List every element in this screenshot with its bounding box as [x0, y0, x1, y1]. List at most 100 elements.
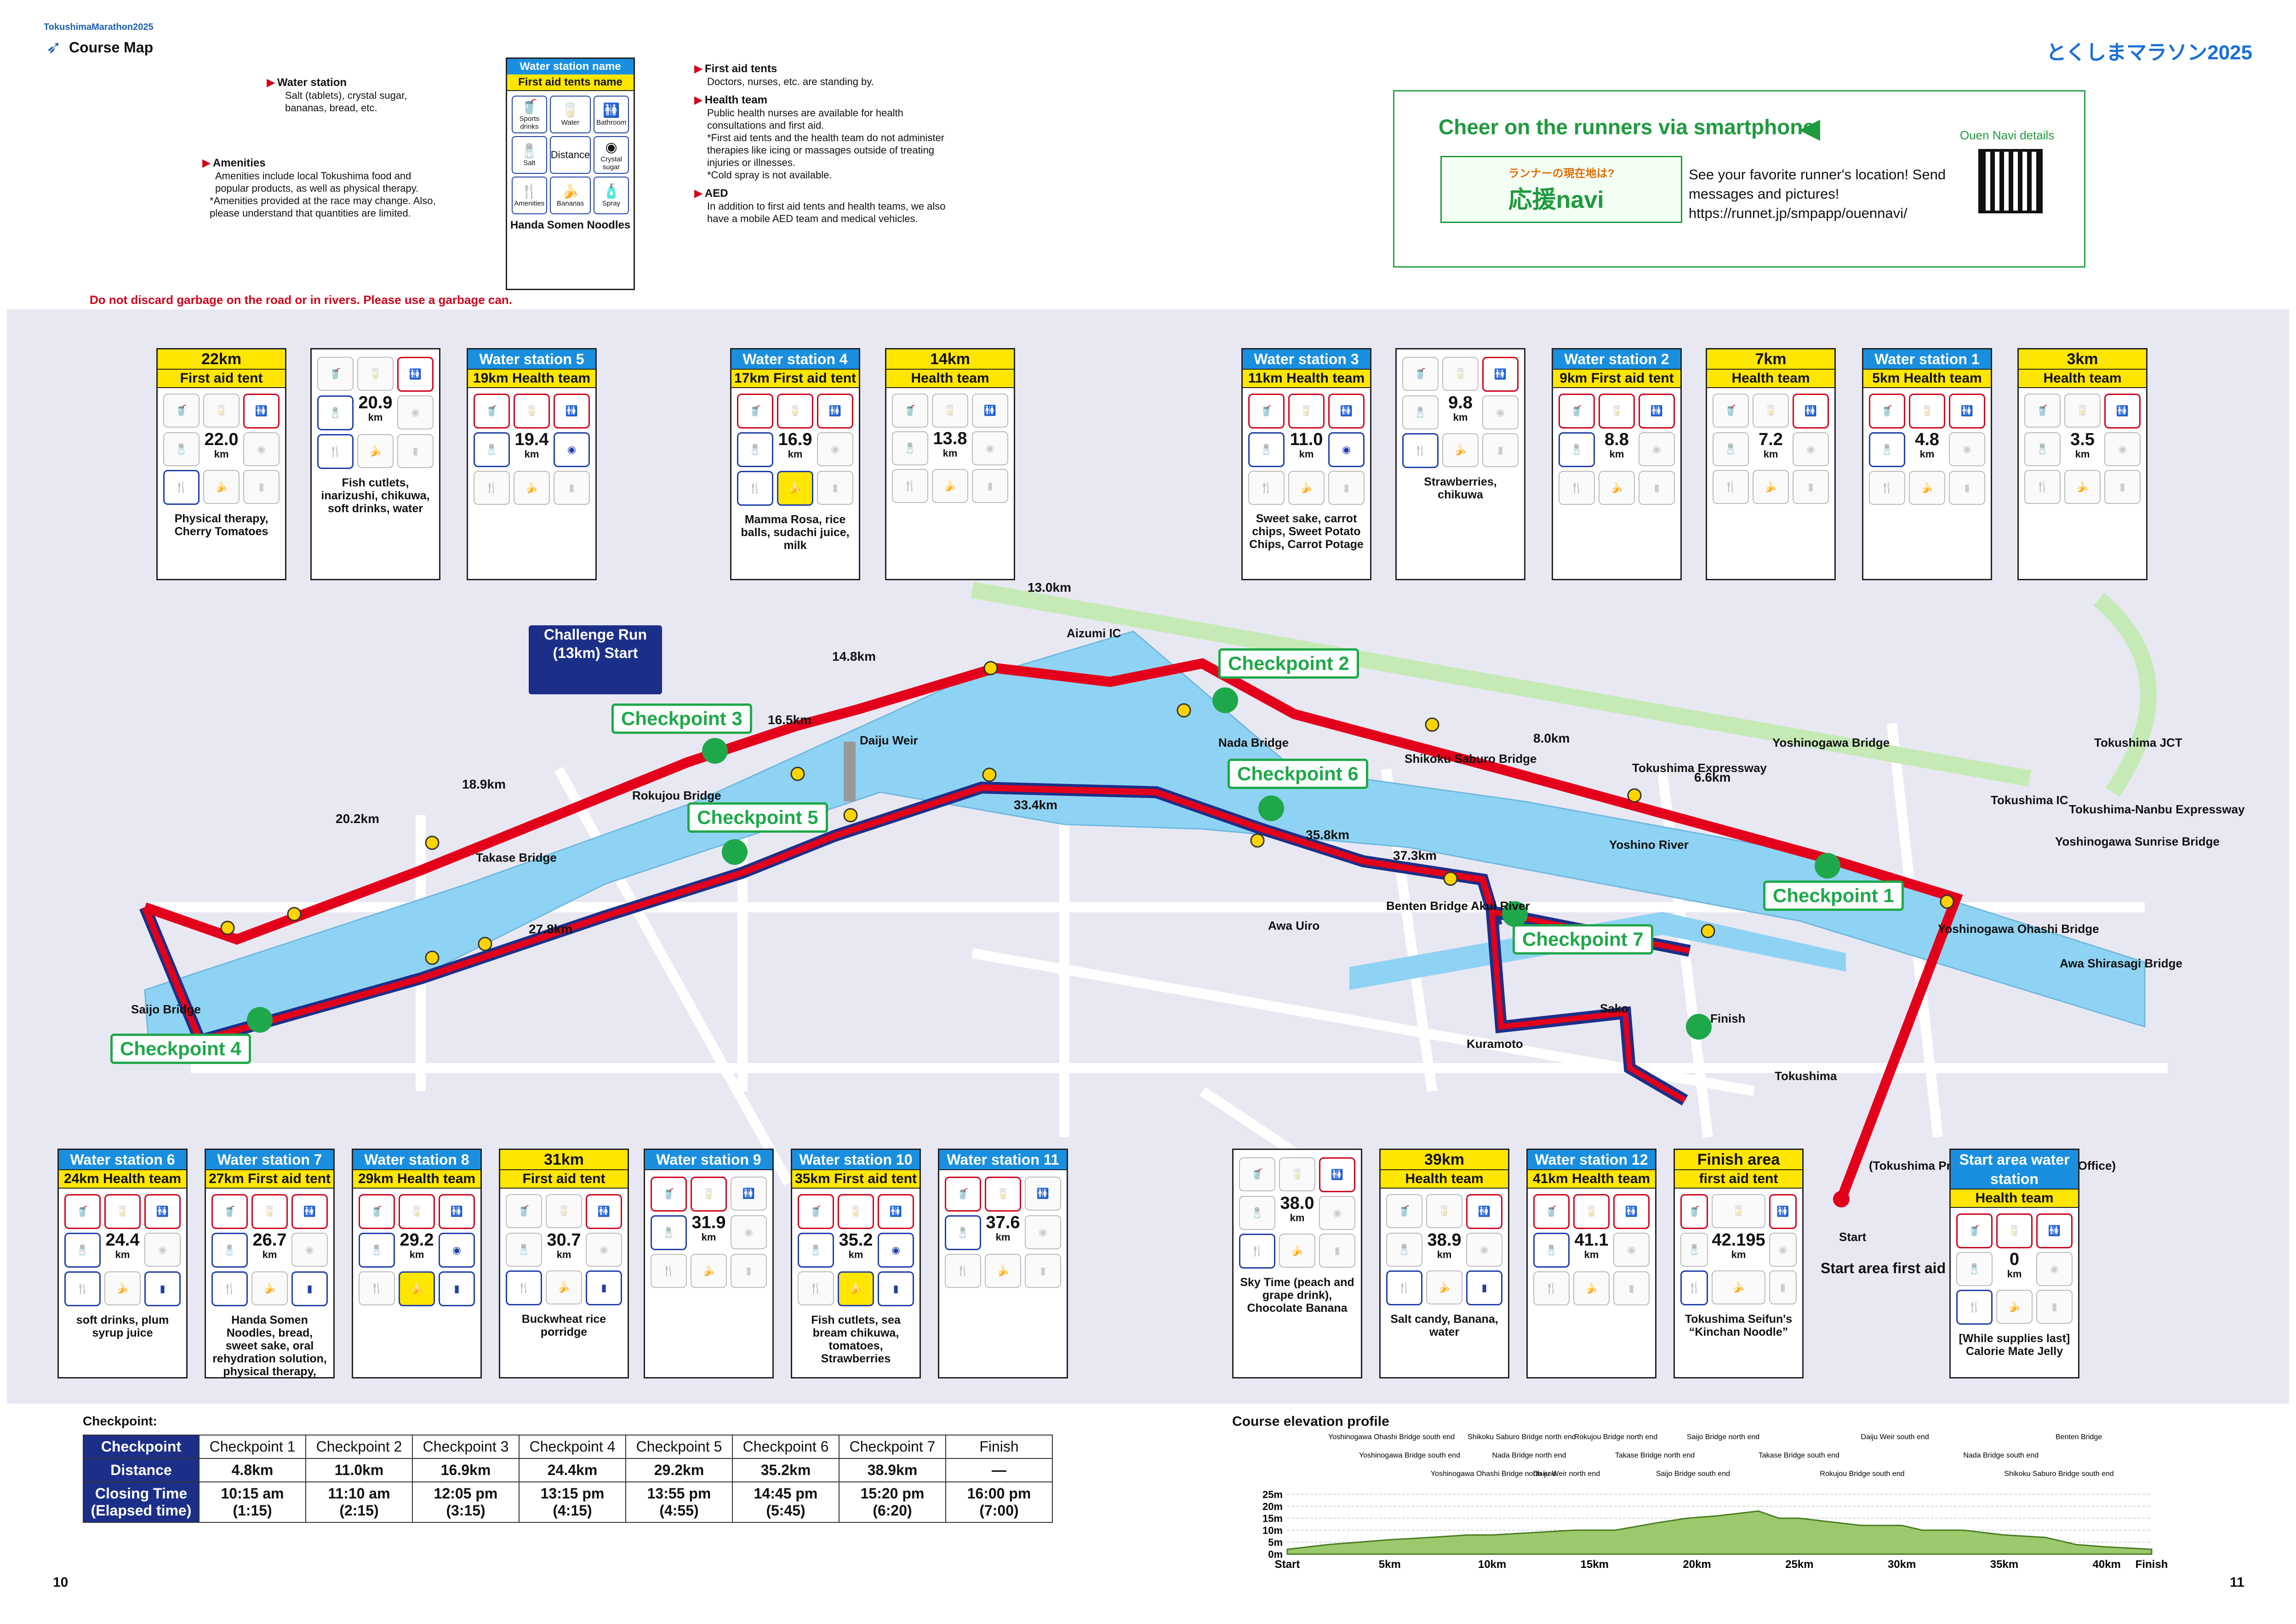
station-note: Fish cutlets, sea bream chikuwa, tomatoe… [811, 1314, 901, 1365]
spray-icon: ▮ [243, 470, 280, 504]
station-note: soft drinks, plum syrup juice [76, 1314, 169, 1339]
sports-drink-icon: 🥤 [64, 1194, 101, 1229]
legend-right: ▶ First aid tents Doctors, nurses, etc. … [694, 62, 952, 225]
checkpoint-label: Checkpoint 2 [1218, 648, 1359, 679]
header-small-title: TokushimaMarathon2025 [44, 22, 154, 32]
sports-drink-icon: 🥤 [1533, 1194, 1570, 1229]
station-note: Buckwheat rice porridge [521, 1313, 606, 1338]
sports-drink-icon: 🥤 [1239, 1157, 1275, 1191]
elevation-annotation: Daiju Weir north end [1533, 1470, 1600, 1478]
km-unit: km [848, 1249, 863, 1260]
crystal-sugar-icon: ◉ [2036, 1252, 2073, 1286]
km-mark-label: 14.8km [832, 649, 876, 663]
y-tick-label: 0m [1268, 1549, 1283, 1560]
station-note: Tokushima Seifun's “Kinchan Noodle” [1685, 1313, 1793, 1338]
station-title: Water station 7 [206, 1150, 333, 1170]
km-mark-label: 18.9km [462, 777, 506, 791]
bathroom-icon: 🚻 [1025, 1177, 1061, 1211]
amenities-icon: 🍴 [317, 434, 354, 469]
ouen-navi-logo[interactable]: ランナーの現在地は? 応援navi [1440, 156, 1682, 223]
salt-icon: 🧂 [651, 1215, 687, 1250]
banana-icon: 🍌 [1753, 470, 1789, 504]
legend-icon-glyph: 🚻 [602, 103, 620, 118]
place-label: Yoshinogawa Sunrise Bridge [2055, 835, 2220, 848]
checkpoint-label: Checkpoint 5 [687, 802, 828, 833]
checkpoint-table-title: Checkpoint: [83, 1414, 157, 1428]
x-tick-label: Start [1275, 1558, 1300, 1568]
station-subtitle: Health team [2019, 370, 2146, 388]
amenities-icon: 🍴 [474, 471, 510, 505]
sports-drink-icon: 🥤 [359, 1194, 395, 1229]
qr-code[interactable] [1978, 149, 2043, 213]
salt-icon: 🧂 [474, 432, 510, 467]
sports-drink-icon: 🥤 [945, 1177, 981, 1212]
amenities-icon: 🍴 [1713, 470, 1749, 504]
banana-icon: 🍌 [1599, 471, 1635, 505]
station-note [1707, 509, 1834, 516]
station-subtitle: first aid tent [1675, 1170, 1802, 1189]
station-distance-value: 26.7 [252, 1230, 287, 1250]
banana-icon: 🍌 [1288, 471, 1325, 505]
km-unit: km [409, 1249, 424, 1260]
station-subtitle: First aid tent [500, 1170, 628, 1189]
x-tick-label: 20km [1683, 1558, 1711, 1568]
banana-icon: 🍌 [1442, 433, 1479, 467]
amenities-icon: 🍴 [163, 470, 200, 505]
water-cup-icon: 🥛 [1599, 394, 1635, 429]
garbage-warning: Do not discard garbage on the road or in… [90, 293, 512, 307]
route-return-red [142, 784, 1500, 1045]
place-label: Benten Bridge Akui River [1386, 899, 1530, 913]
bathroom-icon: 🚻 [878, 1194, 914, 1229]
km-unit: km [1919, 448, 1935, 460]
km-mark-label: 37.3km [1393, 848, 1437, 863]
salt-icon: 🧂 [1248, 432, 1285, 467]
station-note [468, 510, 595, 517]
station-distance-value: 29.2 [400, 1230, 434, 1250]
legend-icon-glyph: 🍌 [561, 184, 579, 199]
crystal-sugar-icon: ◉ [1482, 395, 1519, 429]
cheer-url[interactable]: https://runnet.jp/smpapp/ouennavi/ [1689, 205, 1908, 221]
shinmachi-river [1349, 912, 1846, 990]
salt-icon: 🧂 [359, 1233, 395, 1268]
place-label: Awa Uiro [1268, 919, 1320, 932]
station-title: 3km [2019, 349, 2146, 370]
station-note: Sky Time (peach and grape drink), Chocol… [1240, 1276, 1354, 1315]
bathroom-icon: 🚻 [1949, 394, 1985, 429]
station-distance-value: 0 [2009, 1250, 2020, 1269]
km-unit: km [942, 447, 958, 459]
place-label: Finish [1710, 1012, 1746, 1025]
station-subtitle: 19km Health team [468, 370, 595, 388]
station-note [939, 1293, 1067, 1300]
km-unit: km [1584, 1249, 1599, 1260]
water-cup-icon: 🥛 [399, 1194, 435, 1229]
place-label: Kuramoto [1467, 1037, 1523, 1051]
water-cup-icon: 🥛 [1909, 394, 1945, 429]
elevation-annotation: Yoshinogawa Ohashi Bridge north end [1431, 1470, 1556, 1478]
place-label: Nada Bridge [1218, 736, 1289, 749]
table-row-head: Distance [83, 1458, 200, 1482]
km-unit: km [1437, 1249, 1452, 1260]
table-cell: 11:10 am (2:15) [305, 1481, 413, 1523]
crystal-sugar-icon: ◉ [439, 1233, 475, 1268]
banana-icon: 🍌 [985, 1254, 1021, 1288]
station-subtitle: 35km First aid tent [792, 1170, 920, 1189]
salt-icon: 🧂 [64, 1233, 101, 1268]
expressway [971, 582, 2157, 797]
spray-icon: ▮ [291, 1271, 328, 1306]
legend-amenities-title: Amenities [212, 157, 266, 169]
spray-icon: ▮ [878, 1271, 914, 1306]
